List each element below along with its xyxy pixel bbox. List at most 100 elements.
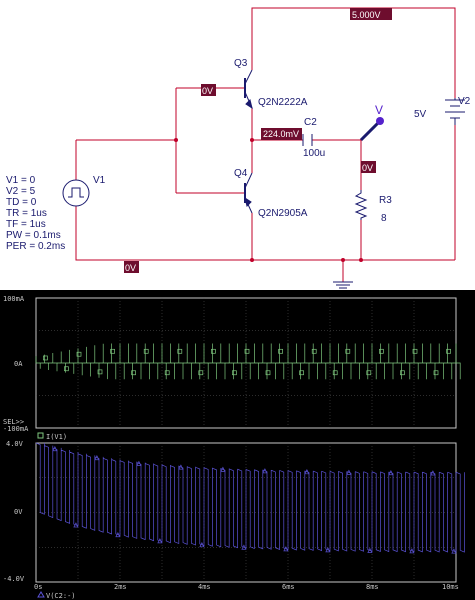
xtick-label: 0s (34, 583, 42, 591)
probe-q3-base[interactable]: 0V (201, 84, 216, 96)
top-series-marker (332, 370, 338, 376)
top-series-marker (345, 348, 351, 354)
bottom-ytick-label: 0V (14, 508, 23, 516)
ground-icon (333, 281, 353, 289)
top-series-marker (76, 351, 82, 357)
v1-param: TF = 1us (6, 219, 46, 230)
q3-transistor[interactable] (244, 69, 253, 110)
top-series-marker (110, 348, 115, 354)
v1-param: V1 = 0 (6, 175, 36, 186)
bottom-series-marker (73, 522, 79, 528)
bottom-series-marker (136, 460, 142, 466)
top-ytick-label: -100mA (3, 425, 29, 433)
top-series-marker (400, 370, 405, 376)
q4-transistor[interactable] (244, 172, 253, 214)
probe-ground-rail[interactable]: 0V (124, 261, 139, 273)
bottom-series-marker (451, 548, 457, 554)
top-legend-label: I(V1) (46, 433, 67, 441)
top-series-marker (244, 348, 250, 354)
v2-value-label: 5V (414, 109, 427, 120)
top-series-line (35, 343, 461, 380)
probe-r3-top-value: 0V (362, 163, 373, 173)
bottom-series-marker (52, 445, 58, 452)
bottom-series-marker (283, 546, 289, 552)
probe-q3-base-value: 0V (202, 86, 213, 96)
bottom-series-marker (304, 469, 310, 475)
sel-marker: SEL>> (3, 418, 24, 426)
top-series-marker (311, 348, 317, 354)
top-series-marker (366, 370, 372, 376)
bottom-series-marker (157, 538, 163, 544)
bottom-series-marker (241, 544, 247, 550)
top-series-marker (64, 366, 69, 372)
top-series-marker (379, 348, 384, 354)
q4-model-label: Q2N2905A (258, 208, 308, 219)
v1-param: PER = 0.2ms (6, 241, 65, 252)
waveform-plots[interactable]: 100mA 0A -100mA SEL>> I(V1) 4.0V 0V -4.0… (0, 290, 475, 600)
bottom-ytick-label: 4.0V (6, 440, 24, 448)
bottom-series-marker (367, 547, 373, 553)
q3-model-label: Q2N2222A (258, 97, 308, 108)
bottom-series-marker (94, 454, 100, 461)
top-ytick-label: 0A (14, 360, 23, 368)
xtick-label: 4ms (198, 583, 211, 591)
v1-param: PW = 0.1ms (6, 230, 61, 241)
junction-dots (174, 138, 363, 262)
top-series-marker (278, 348, 283, 354)
xtick-label: 2ms (114, 583, 127, 591)
wires (75, 7, 456, 282)
bottom-series-marker (262, 468, 268, 474)
q4-ref-label: Q4 (234, 168, 248, 179)
q3-ref-label: Q3 (234, 58, 248, 69)
v2-ref-label: V2 (458, 96, 471, 107)
top-series-marker (433, 370, 439, 376)
bottom-series-marker (199, 542, 205, 548)
bottom-series-marker (409, 548, 415, 554)
top-series-marker (446, 348, 451, 354)
bottom-series-marker (430, 470, 436, 476)
v1-param: V2 = 5 (6, 186, 36, 197)
bottom-series-marker (220, 466, 226, 472)
v1-param: TD = 0 (6, 197, 37, 208)
c2-ref-label: C2 (304, 117, 317, 128)
probe-v2-top-value: 5.000V (352, 10, 381, 20)
top-ytick-label: 100mA (3, 295, 25, 303)
top-series-marker (232, 370, 237, 376)
top-series-marker (265, 370, 271, 376)
top-series-marker (43, 355, 48, 361)
v2-battery[interactable] (445, 98, 465, 125)
bottom-series-marker (115, 531, 121, 538)
c2-capacitor[interactable] (302, 134, 313, 146)
bottom-series-marker (178, 464, 184, 470)
top-legend[interactable]: I(V1) (37, 432, 67, 441)
v1-params: V1 = 0 V2 = 5 TD = 0 TR = 1us TF = 1us P… (6, 175, 65, 252)
top-waveform (35, 343, 461, 380)
bottom-series-marker (325, 547, 331, 553)
top-series-marker (177, 348, 183, 354)
v1-pulse-source[interactable] (62, 179, 90, 207)
xtick-label: 10ms (442, 583, 459, 591)
voltage-probe-icon[interactable]: V (359, 103, 384, 142)
bottom-series-marker (388, 469, 394, 476)
probe-v2-top[interactable]: 5.000V (350, 8, 392, 20)
bottom-legend[interactable]: V(C2:-) (37, 591, 76, 600)
r3-resistor[interactable] (354, 190, 368, 220)
probe-emitter-node[interactable]: 224.0mV (261, 128, 302, 140)
top-series-marker (131, 370, 136, 376)
xtick-label: 8ms (366, 583, 379, 591)
bottom-ytick-label: -4.0V (3, 575, 25, 583)
xtick-label: 6ms (282, 583, 295, 591)
probe-r3-top[interactable]: 0V (361, 161, 376, 173)
top-series-marker (164, 370, 170, 376)
top-series-marker (299, 370, 304, 376)
top-series-marker (211, 348, 216, 354)
probe-emitter-node-value: 224.0mV (263, 129, 299, 139)
c2-value-label: 100u (303, 148, 325, 159)
probe-ground-rail-value: 0V (125, 263, 136, 273)
bottom-legend-label: V(C2:-) (46, 592, 76, 600)
r3-value-label: 8 (381, 213, 387, 224)
top-grid (36, 298, 456, 428)
schematic-canvas[interactable]: V2 5V Q3 Q2N2222A Q4 Q2N2905A C2 100u R3… (0, 0, 475, 290)
v1-ref-label: V1 (93, 175, 106, 186)
top-series-marker (412, 348, 418, 354)
